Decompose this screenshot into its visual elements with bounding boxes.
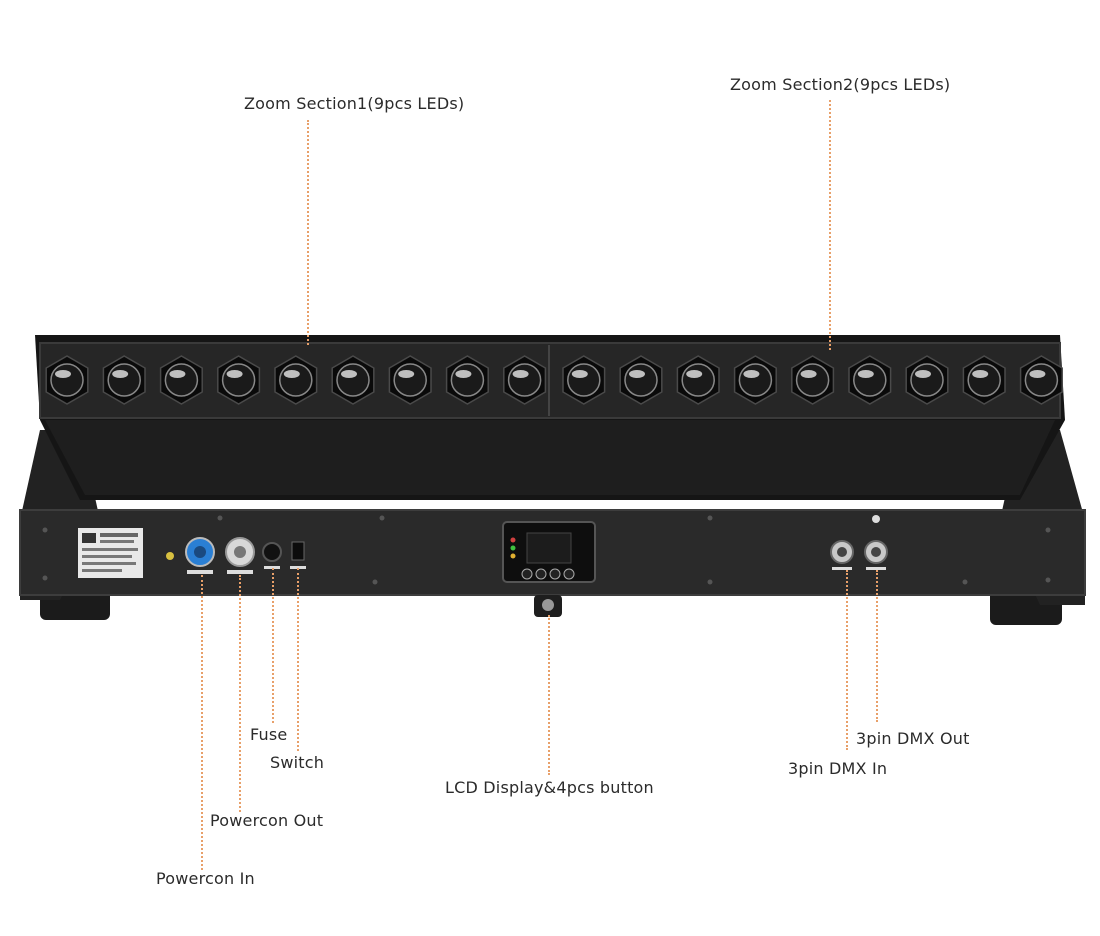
led-lens-11 [624, 363, 658, 397]
led-highlight-9 [512, 370, 529, 378]
zoom2-callout-line [829, 100, 831, 350]
power-switch [291, 541, 305, 561]
led-lens-15 [853, 363, 887, 397]
led-highlight-6 [341, 370, 357, 378]
led-lens-16 [910, 363, 944, 397]
led-lens-13 [738, 363, 773, 397]
dmx-in-label: 3pin DMX In [788, 759, 888, 778]
head-underside [45, 420, 1055, 495]
led-highlight-16 [915, 370, 931, 378]
led-lens-10 [567, 363, 601, 397]
powercon-out-label: Powercon Out [210, 811, 324, 830]
led-lens-6 [336, 363, 370, 397]
led-lens-12 [681, 363, 715, 397]
lcd-display-label: LCD Display&4pcs button [445, 778, 654, 797]
fuse-holder [262, 542, 282, 562]
led-highlight-12 [686, 370, 703, 378]
led-row [45, 355, 1063, 405]
led-highlight-11 [629, 370, 645, 378]
led-highlight-4 [226, 370, 243, 378]
led-lens-4 [221, 363, 256, 397]
powercon-out-callout-line [239, 575, 241, 812]
led-highlight-1 [55, 370, 71, 378]
led-highlight-10 [571, 370, 588, 378]
dmx-out-label: 3pin DMX Out [856, 729, 970, 748]
lcd-screen [526, 532, 572, 564]
zoom-section2-label: Zoom Section2(9pcs LEDs) [730, 75, 951, 94]
dmx-in-callout-line [846, 570, 848, 750]
led-lens-8 [450, 363, 485, 397]
led-lens-7 [393, 363, 427, 397]
zoom-section1-label: Zoom Section1(9pcs LEDs) [244, 94, 465, 113]
fuse-label: Fuse [250, 725, 288, 744]
lcd-button-2 [535, 568, 547, 580]
led-highlight-18 [1029, 370, 1046, 378]
powercon-in-callout-line [201, 575, 203, 870]
led-highlight-14 [800, 370, 817, 378]
powercon-in-label: Powercon In [156, 869, 255, 888]
led-lens-3 [164, 363, 199, 397]
led-highlight-8 [455, 370, 472, 378]
switch-callout-line [297, 568, 299, 751]
fuse-callout-line [272, 568, 274, 723]
lcd-button-3 [549, 568, 561, 580]
zoom1-callout-line [307, 120, 309, 345]
led-lens-1 [50, 363, 84, 397]
lcd-button-4 [563, 568, 575, 580]
indicator-light [166, 552, 174, 560]
led-highlight-13 [743, 370, 760, 378]
led-lens-14 [795, 363, 830, 397]
dmx-out-callout-line [876, 570, 878, 722]
lcd-callout-line [548, 615, 550, 775]
led-highlight-7 [398, 370, 415, 378]
led-highlight-2 [112, 370, 129, 378]
led-lens-9 [507, 363, 542, 397]
led-highlight-17 [972, 370, 989, 378]
led-highlight-15 [857, 370, 874, 378]
led-highlight-3 [169, 370, 186, 378]
led-lens-2 [107, 363, 141, 397]
led-highlight-5 [283, 370, 300, 378]
led-lens-17 [967, 363, 1001, 397]
switch-label: Switch [270, 753, 325, 772]
led-lens-5 [279, 363, 313, 397]
lcd-button-1 [521, 568, 533, 580]
led-lens-18 [1024, 363, 1059, 397]
